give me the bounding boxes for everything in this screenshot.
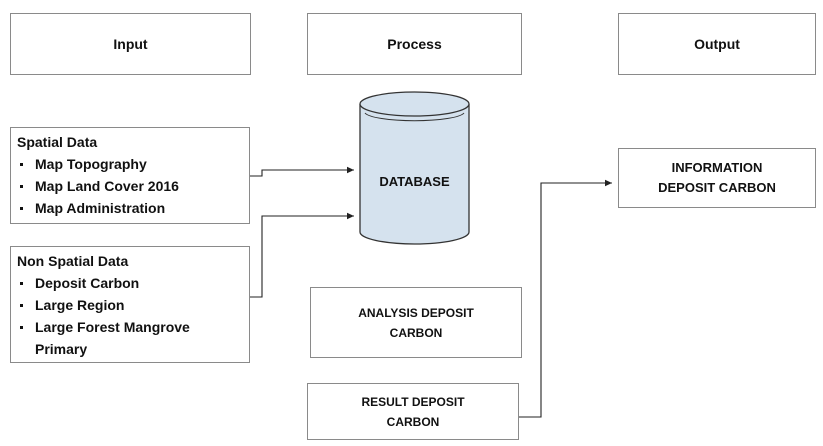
connector-nonspatial-to-database (250, 212, 354, 298)
spatial-data-box: Spatial Data Map Topography Map Land Cov… (10, 127, 250, 224)
information-deposit-carbon-box: INFORMATION DEPOSIT CARBON (618, 148, 816, 208)
connector-spatial-to-database (250, 166, 354, 177)
analysis-deposit-carbon-box: ANALYSIS DEPOSIT CARBON (310, 287, 522, 358)
non-spatial-data-list: Deposit Carbon Large Region Large Forest… (17, 272, 243, 360)
input-header-box: Input (10, 13, 251, 75)
database-label: DATABASE (379, 174, 450, 189)
output-header-box: Output (618, 13, 816, 75)
non-spatial-data-title: Non Spatial Data (17, 253, 129, 269)
spatial-data-title: Spatial Data (17, 134, 98, 150)
information-line-1: INFORMATION (671, 160, 763, 175)
list-item: Large Forest Mangrove Primary (17, 316, 243, 360)
list-item: Map Administration (17, 197, 243, 219)
information-line-2: DEPOSIT CARBON (658, 180, 776, 195)
spatial-data-list: Map Topography Map Land Cover 2016 Map A… (17, 153, 243, 219)
process-header-box: Process (307, 13, 522, 75)
input-header-label: Input (113, 36, 148, 52)
list-item: Map Topography (17, 153, 243, 175)
result-line-1: RESULT DEPOSIT (361, 394, 465, 409)
result-line-2: CARBON (386, 414, 440, 429)
process-header-label: Process (387, 36, 442, 52)
database-cylinder (359, 91, 470, 245)
analysis-line-2: CARBON (389, 325, 443, 340)
connector-result-to-information (519, 179, 612, 418)
output-header-label: Output (694, 36, 740, 52)
result-deposit-carbon-box: RESULT DEPOSIT CARBON (307, 383, 519, 440)
list-item: Map Land Cover 2016 (17, 175, 243, 197)
list-item: Deposit Carbon (17, 272, 243, 294)
list-item: Large Region (17, 294, 243, 316)
non-spatial-data-box: Non Spatial Data Deposit Carbon Large Re… (10, 246, 250, 363)
analysis-line-1: ANALYSIS DEPOSIT (358, 305, 474, 320)
